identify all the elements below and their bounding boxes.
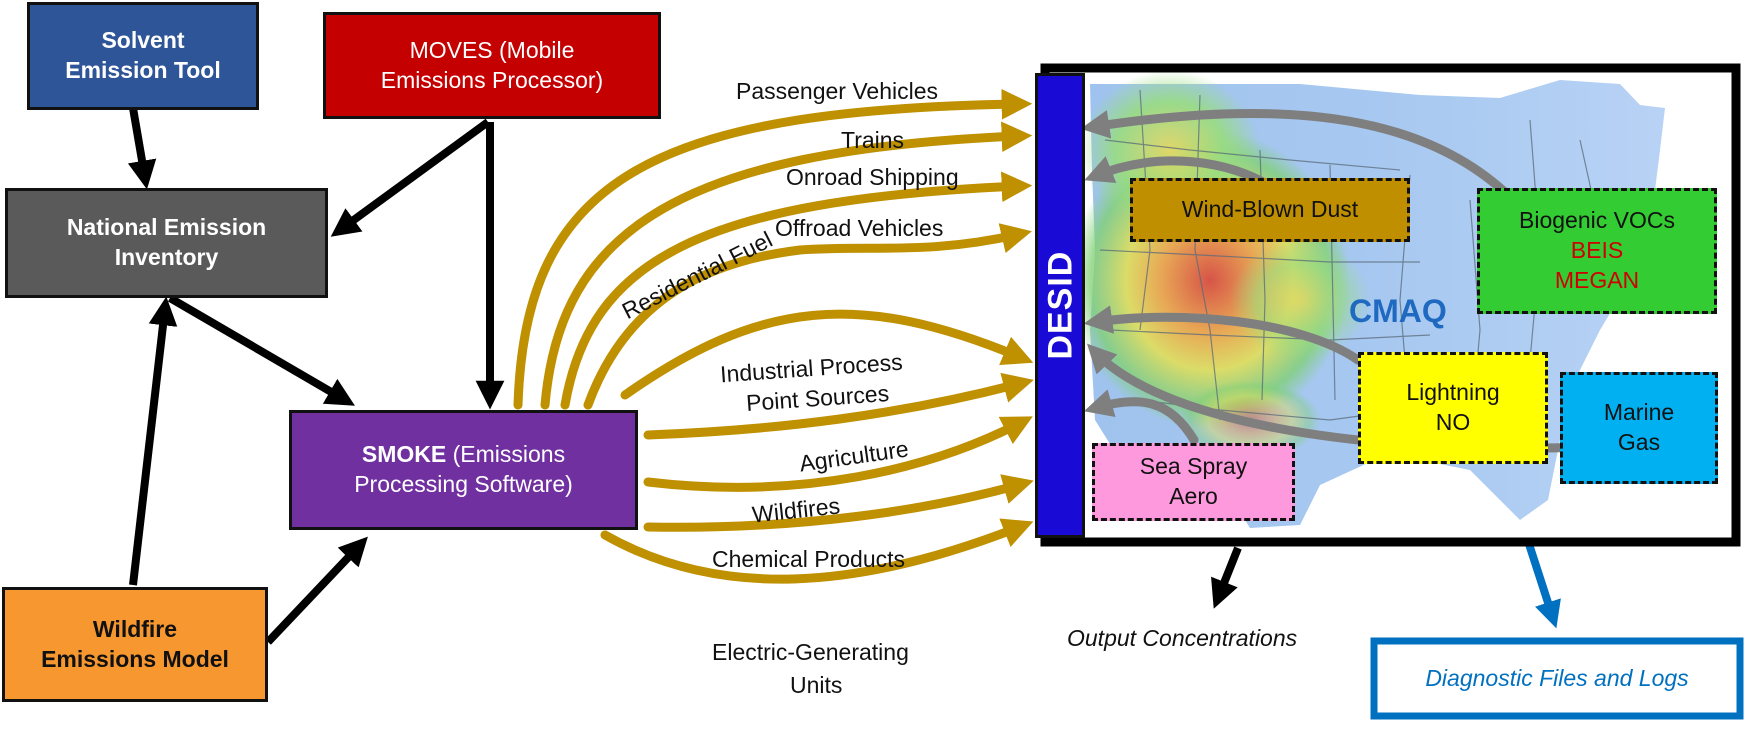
smoke-label-1: SMOKE (Emissions <box>362 440 565 470</box>
arrow-chemical-products <box>600 518 1034 584</box>
sector-chemical-products: Chemical Products <box>712 546 906 572</box>
arrow-agriculture <box>643 416 1033 492</box>
solvent-label-1: Solvent <box>101 27 185 54</box>
nei-label-1: National Emission <box>66 214 267 241</box>
megan-label: MEGAN <box>1554 266 1640 293</box>
aero-label: Aero <box>1169 483 1218 509</box>
wildfire-label-2: Emissions Model <box>41 645 229 672</box>
gas-label: Gas <box>1617 429 1661 455</box>
arrow-industrial-process <box>643 372 1034 440</box>
arrow-wildfire-to-nei <box>129 296 178 586</box>
moves-label-1: MOVES (Mobile <box>409 36 575 63</box>
wildfire-emissions-model-box: Wildfire Emissions Model <box>2 587 268 702</box>
lightning-no-box: Lightning NO <box>1358 352 1548 464</box>
cmaq-label: CMAQ <box>1349 293 1447 329</box>
wind-blown-dust-box: Wind-Blown Dust <box>1130 178 1410 242</box>
arrow-cmaq-to-output <box>1211 546 1242 609</box>
sector-offroad-vehicles: Offroad Vehicles <box>775 215 944 241</box>
arrow-biogenic-to-desid <box>1080 108 1515 202</box>
sector-trains: Trains <box>841 127 905 153</box>
arrow-solvent-to-nei <box>127 107 157 190</box>
wildfire-label-1: Wildfire <box>92 615 178 642</box>
diagnostic-files-box: Diagnostic Files and Logs <box>1378 645 1736 712</box>
sector-units: Units <box>790 672 843 698</box>
arrow-passenger-vehicles <box>513 89 1033 410</box>
arrow-nei-to-smoke <box>167 294 355 406</box>
smoke-label-rest: (Emissions <box>446 441 566 468</box>
arrow-residential-fuel <box>620 309 1034 400</box>
arrow-trains <box>540 121 1033 410</box>
arrow-offroad-vehicles <box>583 223 1032 410</box>
moves-label-2: Emissions Processor) <box>380 66 604 93</box>
beis-label: BEIS <box>1570 237 1624 264</box>
output-concentrations-label: Output Concentrations <box>1067 625 1298 651</box>
desid-bar: DESID <box>1035 73 1085 538</box>
sector-onroad-shipping: Onroad Shipping <box>786 164 959 190</box>
diagnostics-frame <box>1370 637 1744 720</box>
biogenic-vocs-box: Biogenic VOCs BEIS MEGAN <box>1477 188 1717 314</box>
dust-label: Wind-Blown Dust <box>1181 196 1359 223</box>
marine-gas-box: Marine Gas <box>1560 372 1718 484</box>
sector-passenger-vehicles: Passenger Vehicles <box>736 78 939 104</box>
arrow-onroad-shipping <box>560 171 1033 410</box>
sea-spray-aero-box: Sea Spray Aero <box>1092 443 1295 521</box>
arrow-wildfires <box>643 474 1034 532</box>
arrow-wildfire-to-smoke <box>265 536 368 645</box>
diagnostic-label: Diagnostic Files and Logs <box>1425 664 1689 691</box>
solvent-emission-tool-box: Solvent Emission Tool <box>27 2 259 110</box>
marine-label: Marine <box>1603 399 1675 426</box>
sea-spray-label: Sea Spray <box>1139 453 1248 480</box>
arrow-moves-to-nei <box>330 118 491 237</box>
national-emission-inventory-box: National Emission Inventory <box>5 188 328 298</box>
smoke-name: SMOKE <box>361 441 447 468</box>
solvent-label-2: Emission Tool <box>65 57 221 83</box>
lightning-label: Lightning <box>1406 379 1500 406</box>
sector-electric-generating: Electric-Generating <box>712 639 909 665</box>
nei-label-2: Inventory <box>114 244 219 270</box>
smoke-label-2: Processing Software) <box>354 471 573 497</box>
desid-label: DESID <box>1040 251 1079 360</box>
biogenic-label: Biogenic VOCs <box>1519 207 1675 234</box>
arrow-cmaq-to-diagnostics <box>1524 539 1561 629</box>
arrow-lightning-to-desid <box>1083 305 1363 365</box>
moves-box: MOVES (Mobile Emissions Processor) <box>323 12 661 119</box>
no-label: NO <box>1435 409 1471 435</box>
arrow-seaspray-to-desid <box>1083 389 1199 445</box>
smoke-box: SMOKE (Emissions Processing Software) <box>289 410 638 530</box>
